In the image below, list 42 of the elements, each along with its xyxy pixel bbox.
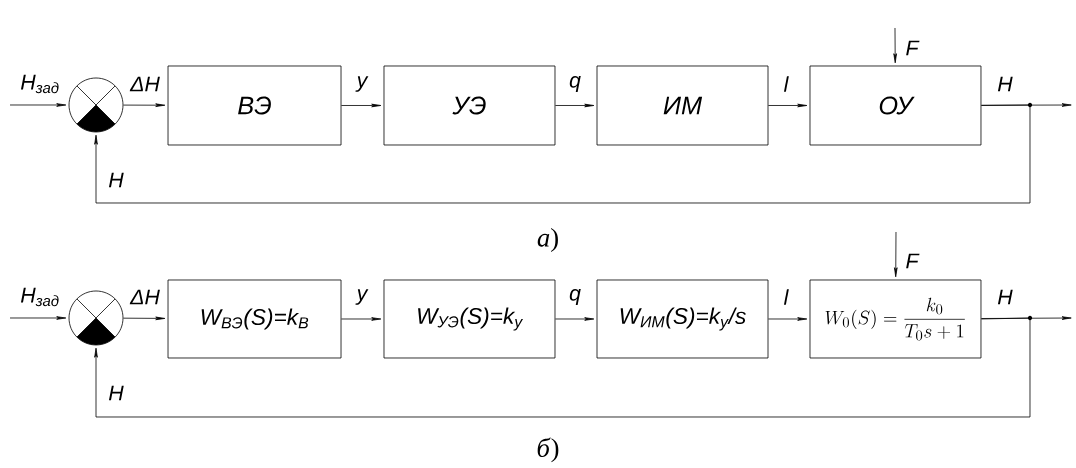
arrow <box>94 317 1031 418</box>
summing-junction <box>68 290 124 346</box>
arrow <box>341 317 382 321</box>
arrow <box>893 27 897 64</box>
signal-label: ΔH <box>129 76 160 92</box>
block-box: ИМ <box>596 65 769 146</box>
signal-label: H <box>997 76 1013 92</box>
signal-label: у <box>355 76 369 92</box>
signal-label: H <box>108 172 124 188</box>
signal-label: F <box>906 40 920 56</box>
block-box: УЭ <box>383 65 556 146</box>
signal-label: ΔH <box>129 289 160 305</box>
block-box: W$_{ИМ}$(S)=k$_{у}$/s <box>596 279 769 359</box>
arrow <box>555 103 595 108</box>
signal-label: H$_{зад}$ <box>20 74 59 94</box>
summing-junction <box>68 77 124 133</box>
arrow <box>9 103 67 107</box>
arrow <box>894 231 898 278</box>
panel-caption: б) <box>537 437 559 463</box>
arrow <box>94 104 1031 204</box>
arrow <box>123 103 166 107</box>
signal-label: F <box>906 253 920 269</box>
block-box: $W_{0}(S)=\frac{k_{0}}{T_{0}s+1}$ <box>809 279 982 359</box>
arrow <box>9 316 67 320</box>
signal-label: q <box>569 76 581 92</box>
block-box: ОУ <box>809 65 982 146</box>
arrow <box>123 316 166 321</box>
arrow <box>341 103 382 108</box>
signal-label: H$_{зад}$ <box>20 287 59 307</box>
block-box: W$_{УЭ}$(S)=k$_{у}$ <box>383 279 556 359</box>
signal-label: у <box>355 289 369 305</box>
block-box: ВЭ <box>167 65 342 146</box>
signal-label: l <box>783 289 789 305</box>
panel-caption: а) <box>537 227 558 253</box>
signal-label: H <box>997 289 1013 305</box>
signal-label: H <box>108 385 124 401</box>
signal-label: l <box>783 76 789 92</box>
arrow <box>555 317 595 321</box>
block-box: W$_{ВЭ}$(S)=k$_{В}$ <box>167 279 342 359</box>
arrow <box>768 103 808 108</box>
signal-label: q <box>569 289 581 305</box>
arrow <box>768 317 808 321</box>
